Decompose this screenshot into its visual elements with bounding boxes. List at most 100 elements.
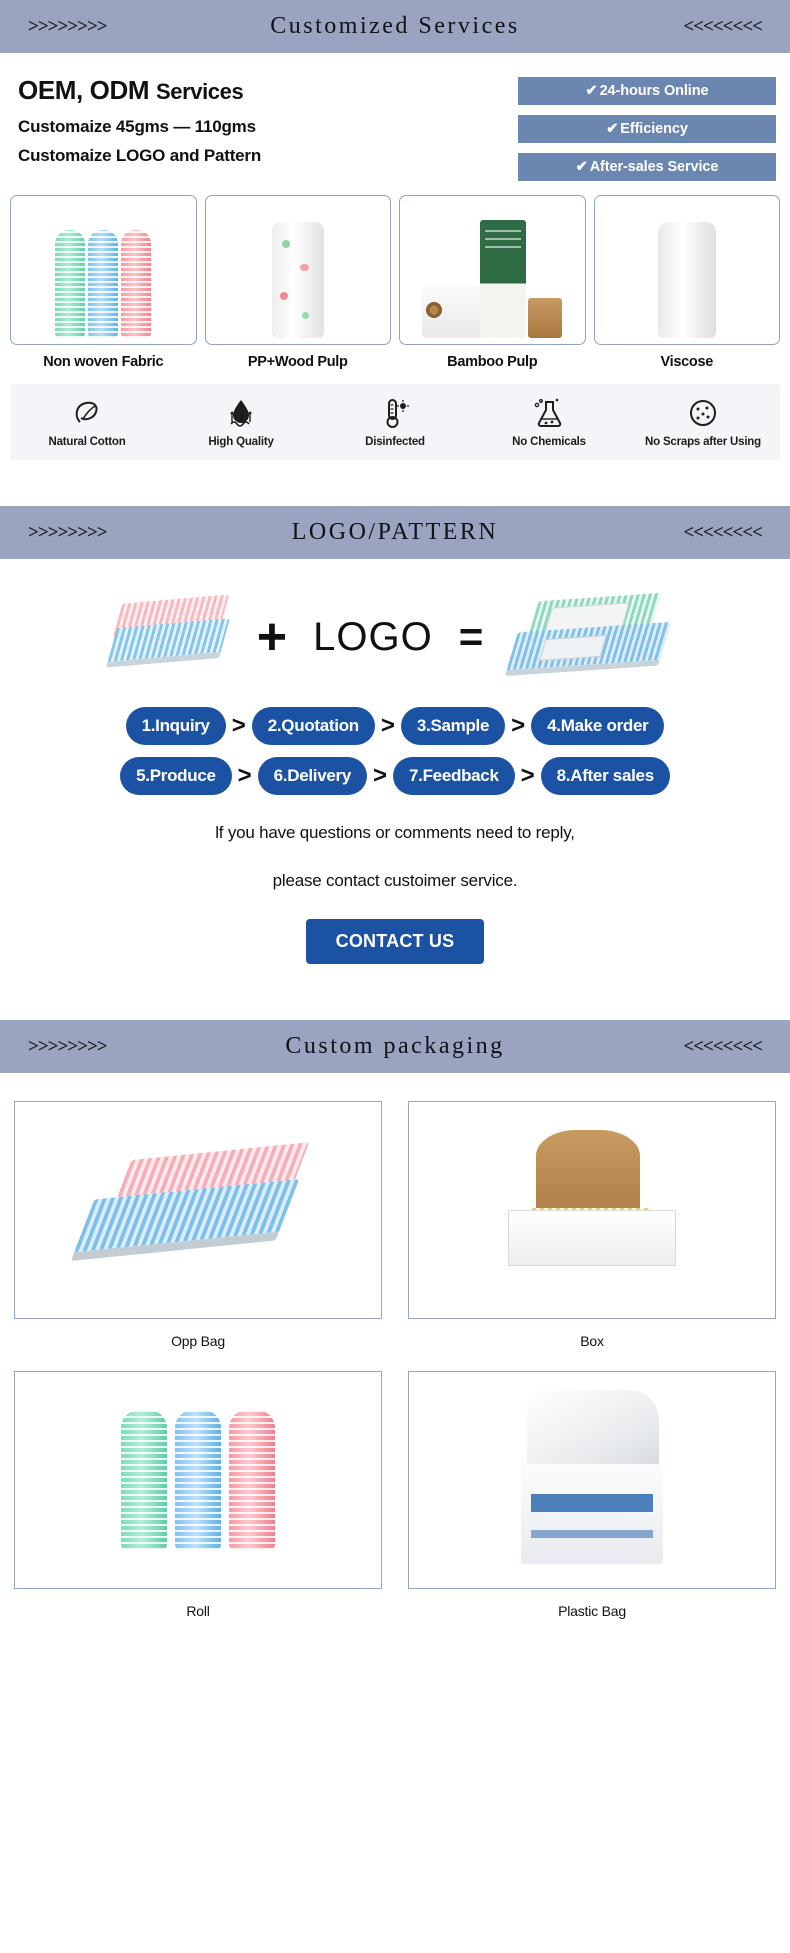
service-badge-label: 24-hours Online bbox=[599, 83, 709, 99]
check-icon: ✔ bbox=[606, 121, 619, 137]
contact-us-button[interactable]: CONTACT US bbox=[305, 919, 485, 964]
material-card-non-woven: Non woven Fabric bbox=[10, 195, 197, 370]
spacer bbox=[0, 460, 790, 506]
packaging-label: Roll bbox=[186, 1603, 210, 1619]
fabric-rolls-art bbox=[55, 230, 152, 344]
material-card-viscose: Viscose bbox=[593, 195, 780, 370]
process-step-feedback[interactable]: 7.Feedback bbox=[393, 757, 515, 795]
opp-base bbox=[70, 1178, 300, 1262]
process-step-after-sales[interactable]: 8.After sales bbox=[540, 757, 670, 795]
check-icon: ✔ bbox=[575, 159, 588, 175]
box-body bbox=[508, 1210, 676, 1266]
feature-label: No Chemicals bbox=[512, 436, 586, 448]
step-separator: > bbox=[231, 712, 246, 739]
contact-block: lf you have questions or comments need t… bbox=[0, 801, 790, 974]
printed-roll-art bbox=[271, 222, 324, 338]
section-banner-logo-pattern: >>>>>>>> LOGO/PATTERN <<<<<<<< bbox=[0, 506, 790, 559]
contact-text-line-1: lf you have questions or comments need t… bbox=[215, 823, 575, 842]
banner-arrows-right: <<<<<<<< bbox=[683, 521, 763, 543]
banner-arrows-right: <<<<<<<< bbox=[683, 1035, 763, 1057]
section-banner-customized-services: >>>>>>>> Customized Services <<<<<<<< bbox=[0, 0, 790, 53]
step-separator: > bbox=[237, 762, 252, 789]
oem-heading-bold: OEM, ODM bbox=[18, 75, 150, 105]
packaging-image-opp-bag bbox=[14, 1101, 382, 1319]
plus-sign: + bbox=[256, 608, 288, 666]
bag-top bbox=[527, 1390, 659, 1474]
step-separator: > bbox=[520, 762, 535, 789]
process-step-inquiry[interactable]: 1.Inquiry bbox=[125, 707, 226, 745]
material-card-pp-wood-pulp: PP+Wood Pulp bbox=[204, 195, 391, 370]
bamboo-package bbox=[480, 220, 527, 338]
packaging-image-box bbox=[408, 1101, 776, 1319]
roll-blue bbox=[88, 230, 119, 338]
material-label: Bamboo Pulp bbox=[447, 354, 538, 370]
packaging-grid: Opp Bag Box Roll bbox=[0, 1073, 790, 1655]
material-image-bamboo-pulp bbox=[399, 195, 586, 345]
oem-weight-range: Customaize 45gms — 110gms bbox=[18, 117, 256, 136]
step-separator: > bbox=[373, 762, 388, 789]
roll-green bbox=[121, 1410, 167, 1550]
process-step-delivery[interactable]: 6.Delivery bbox=[257, 757, 367, 795]
packaging-label: Opp Bag bbox=[171, 1333, 225, 1349]
feature-disinfected: Disinfected bbox=[318, 396, 472, 448]
material-image-viscose bbox=[593, 195, 780, 345]
no-scraps-icon bbox=[690, 400, 716, 426]
banner-title: Customized Services bbox=[270, 13, 520, 39]
process-step-make-order[interactable]: 4.Make order bbox=[531, 707, 665, 745]
service-badge-after-sales: ✔After-sales Service bbox=[518, 153, 776, 181]
water-drop-icon bbox=[230, 400, 252, 427]
oem-heading-light: Services bbox=[155, 79, 244, 104]
material-label: PP+Wood Pulp bbox=[247, 354, 348, 370]
service-badge-label: After-sales Service bbox=[589, 159, 719, 175]
plastic-bag-art bbox=[517, 1390, 667, 1570]
roll-pink bbox=[121, 230, 152, 338]
section-banner-custom-packaging: >>>>>>>> Custom packaging <<<<<<<< bbox=[0, 1020, 790, 1073]
material-card-bamboo-pulp: Bamboo Pulp bbox=[399, 195, 586, 370]
banner-arrows-left: >>>>>>>> bbox=[28, 1035, 108, 1057]
service-badge-efficiency: ✔Efficiency bbox=[518, 115, 776, 143]
service-badge-list: ✔24-hours Online ✔Efficiency ✔After-sale… bbox=[518, 75, 776, 181]
step-separator: > bbox=[380, 712, 395, 739]
banner-title: LOGO/PATTERN bbox=[291, 519, 499, 545]
process-steps-row-1: 1.Inquiry > 2.Quotation > 3.Sample > 4.M… bbox=[0, 701, 790, 751]
oem-text-block: OEM, ODM Services Customaize 45gms — 110… bbox=[14, 75, 518, 181]
oem-heading: OEM, ODM Services bbox=[18, 75, 518, 106]
kraft-tube bbox=[528, 298, 563, 338]
thermometer-icon bbox=[386, 399, 409, 428]
carton-box-art bbox=[492, 1130, 692, 1290]
box-flap bbox=[536, 1130, 640, 1216]
cotton-leaf-icon bbox=[75, 401, 98, 423]
feature-label: Natural Cotton bbox=[48, 436, 126, 448]
packaging-card-box: Box bbox=[408, 1101, 776, 1349]
roll-pink bbox=[229, 1410, 275, 1550]
material-label: Viscose bbox=[660, 354, 714, 370]
spacer bbox=[0, 974, 790, 1020]
roll-blue bbox=[175, 1410, 221, 1550]
material-image-non-woven bbox=[10, 195, 197, 345]
packaging-label: Box bbox=[580, 1333, 604, 1349]
roll-green bbox=[55, 230, 86, 338]
bag-label-band-secondary bbox=[531, 1530, 653, 1538]
feature-label: No Scraps after Using bbox=[645, 436, 761, 448]
material-image-pp-wood-pulp bbox=[204, 195, 391, 345]
bag-label-band bbox=[531, 1494, 653, 1512]
feature-no-scraps: No Scraps after Using bbox=[626, 396, 780, 448]
banner-arrows-right: <<<<<<<< bbox=[683, 15, 763, 37]
banner-arrows-left: >>>>>>>> bbox=[28, 521, 108, 543]
packaging-card-plastic-bag: Plastic Bag bbox=[408, 1371, 776, 1619]
process-step-quotation[interactable]: 2.Quotation bbox=[251, 707, 375, 745]
material-card-row: Non woven Fabric PP+Wood Pulp Bamboo Pul… bbox=[0, 181, 790, 370]
opp-bag-art bbox=[70, 1142, 313, 1275]
process-steps-row-2: 5.Produce > 6.Delivery > 7.Feedback > 8.… bbox=[0, 751, 790, 801]
process-step-sample[interactable]: 3.Sample bbox=[400, 707, 506, 745]
banner-title: Custom packaging bbox=[285, 1033, 505, 1059]
check-icon: ✔ bbox=[585, 83, 598, 99]
process-step-produce[interactable]: 5.Produce bbox=[120, 757, 232, 795]
service-badge-24h: ✔24-hours Online bbox=[518, 77, 776, 105]
plain-cloth-pack-art bbox=[105, 594, 231, 677]
flask-icon bbox=[534, 398, 562, 427]
packaging-image-plastic-bag bbox=[408, 1371, 776, 1589]
feature-strip: Natural Cotton High Quality Disinfected bbox=[10, 384, 780, 460]
bag-bottom bbox=[521, 1464, 663, 1564]
equals-sign: = bbox=[458, 613, 484, 660]
